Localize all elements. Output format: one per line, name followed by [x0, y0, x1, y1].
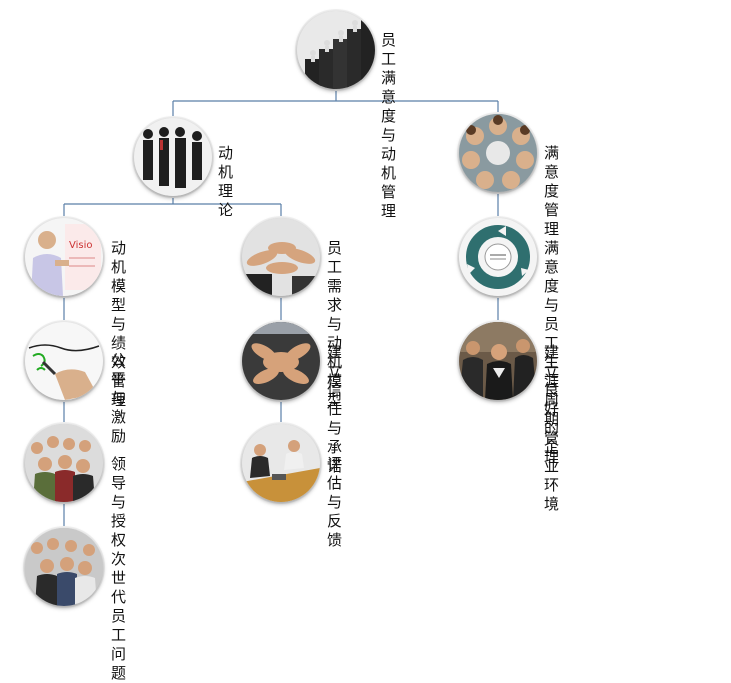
svg-text:Visio: Visio [69, 240, 93, 251]
node-motivation-model-performance-label: 动机模型与绩 效管理 [111, 239, 127, 409]
group-of-staff-photo [25, 424, 103, 502]
node-motivation-theory-label: 动机理论 [218, 144, 234, 219]
node-employee-needs-model-label: 员工需求与动 机模型 [327, 239, 343, 409]
people-on-stairs-photo [297, 11, 375, 89]
vision-whiteboard-photo: Visio [25, 218, 103, 296]
meeting-table-photo [242, 424, 320, 502]
node-leadership-empowerment-label: 领导与授权 [111, 455, 127, 549]
node-good-environment-label: 建立良好 的企 业环境 [544, 343, 560, 513]
budget-handwriting-photo [25, 322, 103, 400]
young-crowd-photo [25, 528, 103, 606]
stacked-hands-photo [242, 218, 320, 296]
office-team-photo [459, 322, 537, 400]
business-people-standing-photo [134, 118, 212, 196]
node-satisfaction-management-label: 满意度管理 [544, 144, 560, 238]
node-fairness-incentive-label: 公平与激励 [111, 351, 127, 445]
node-root-label: 员工满意度与 动机管理 [381, 31, 397, 220]
cycle-diagram-photo [459, 218, 537, 296]
connector-lines [63, 88, 499, 528]
circle-of-smiling-faces-photo [459, 114, 537, 192]
node-satisfaction-lifecycle-label: 满意度与员工 生涯周期管理 [544, 239, 560, 466]
node-next-generation-label: 次世代员工问 题 [111, 550, 127, 682]
team-hands-together-photo [242, 322, 320, 400]
node-evaluation-feedback-label: 评估与反馈 [327, 455, 343, 549]
node-build-trust-label: 建立信任与承 诺 [327, 343, 343, 475]
